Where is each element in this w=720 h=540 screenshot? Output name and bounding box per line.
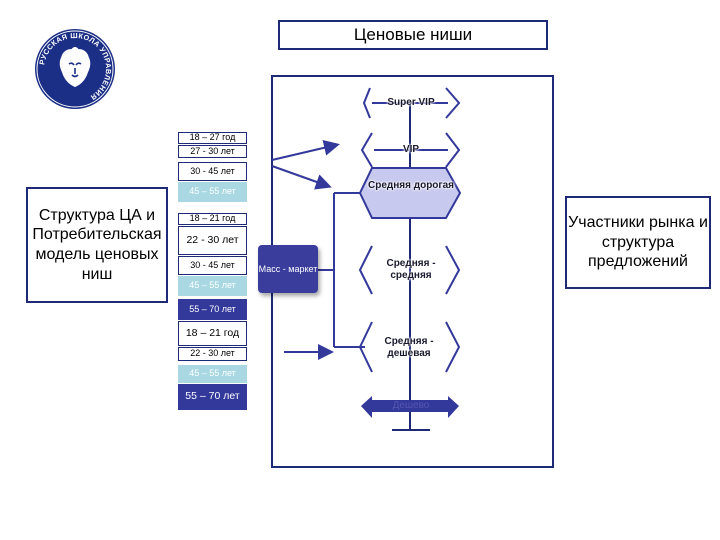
page-title: Ценовые ниши xyxy=(278,20,548,50)
age-group: 18 – 27 год xyxy=(178,132,247,144)
segment-middle-middle-shape xyxy=(358,245,461,295)
age-group: 30 - 45 лет xyxy=(178,162,247,181)
mass-market-box: Масс - маркет xyxy=(258,245,318,293)
segment-cheap-shape xyxy=(361,396,459,418)
target-audience-box: Структура ЦА и Потребительская модель це… xyxy=(26,187,168,303)
arrow-to-upper-middle xyxy=(271,165,332,190)
age-group: 27 - 30 лет xyxy=(178,145,247,158)
segment-middle-middle-label: Средняя - средняя xyxy=(386,258,436,281)
segment-vip-label: VIP xyxy=(402,144,420,155)
age-group: 22 - 30 лет xyxy=(178,347,247,361)
age-group: 18 – 21 год xyxy=(178,213,247,225)
age-group: 45 – 55 лет xyxy=(178,182,247,202)
arrow-to-vip xyxy=(271,139,340,161)
segment-super-vip-shape xyxy=(362,87,461,119)
segment-lower-middle-label: Средняя - дешевая xyxy=(384,336,434,359)
age-group: 22 - 30 лет xyxy=(178,226,247,255)
segment-lower-middle-shape xyxy=(358,321,461,373)
age-group: 45 – 55 лет xyxy=(178,365,247,383)
segment-vip-shape xyxy=(360,132,461,168)
segment-cheap-label: Дешево xyxy=(392,400,430,411)
segment-upper-middle-label: Средняя дорогая xyxy=(368,180,454,191)
market-participants-box: Участники рынка и структура предложений xyxy=(565,196,711,289)
segment-super-vip-label: Super VIP xyxy=(387,97,435,108)
age-group: 18 – 21 год xyxy=(178,321,247,346)
age-group: 45 – 55 лет xyxy=(178,276,247,296)
lion-emblem-icon: РУССКАЯ ШКОЛА УПРАВЛЕНИЯ xyxy=(35,29,115,109)
age-group: 30 - 45 лет xyxy=(178,256,247,275)
school-logo: РУССКАЯ ШКОЛА УПРАВЛЕНИЯ xyxy=(34,28,116,110)
age-group: 55 – 70 лет xyxy=(178,384,247,410)
segment-upper-middle-shape xyxy=(358,167,462,219)
age-group: 55 – 70 лет xyxy=(178,299,247,320)
